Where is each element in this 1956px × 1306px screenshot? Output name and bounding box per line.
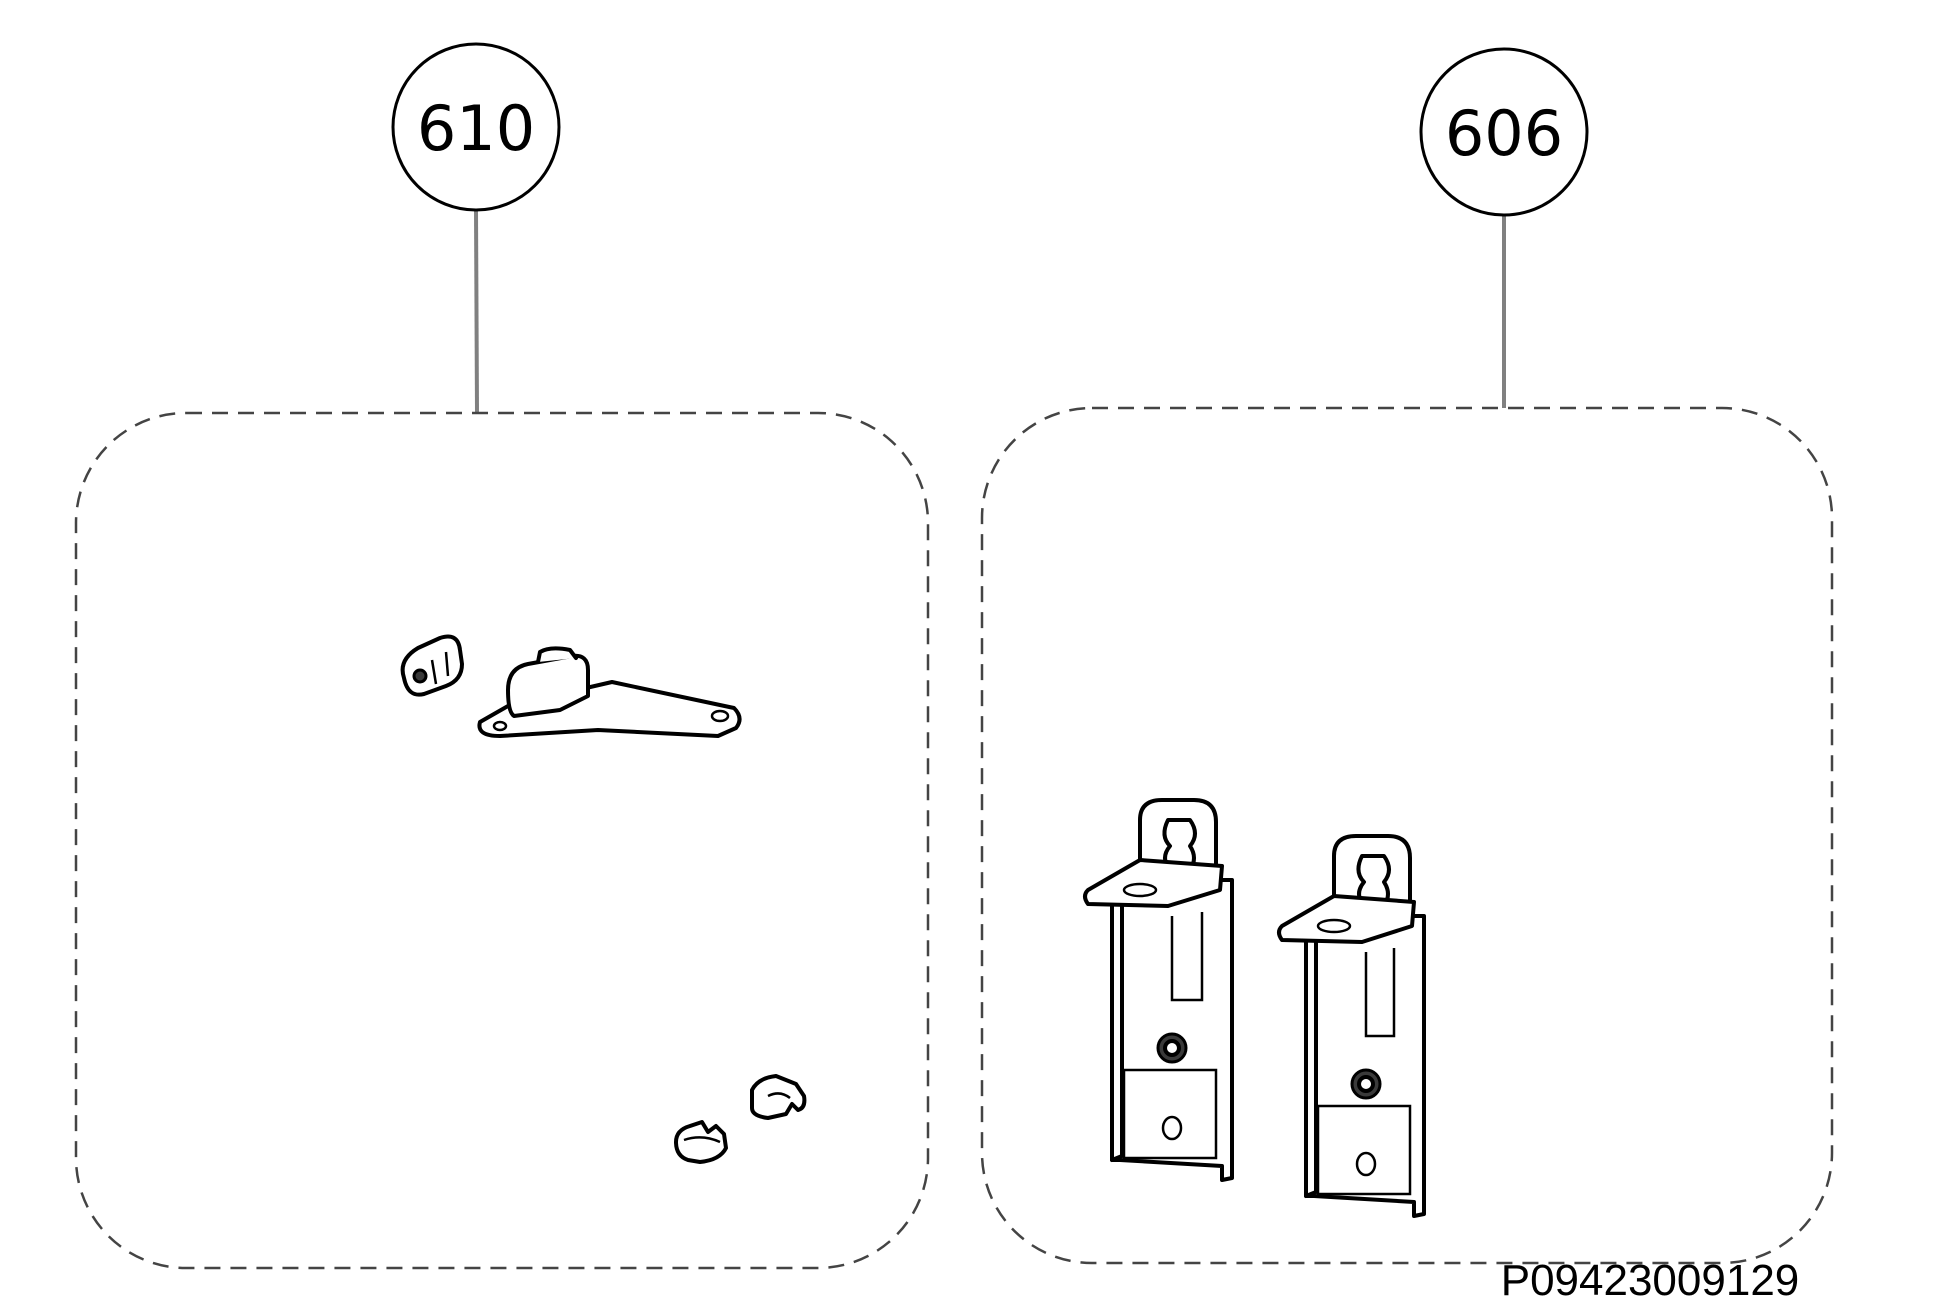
clip-part-b — [674, 1120, 728, 1164]
dashed-boundary-606 — [980, 406, 1834, 1265]
callout-circle-606 — [1419, 47, 1589, 217]
leader-line-610 — [474, 209, 479, 414]
callout-circle-610 — [391, 42, 561, 212]
callout-label-610: 610 — [417, 92, 535, 165]
dashed-boundary-610 — [74, 411, 930, 1270]
reference-code: P09423009129 — [1501, 1256, 1800, 1305]
bushing-part — [400, 634, 464, 697]
group-610: 610 — [74, 42, 930, 1270]
callout-label-606: 606 — [1445, 97, 1563, 170]
adjustable-bracket-part-2 — [1277, 834, 1426, 1218]
hinge-bracket-part — [477, 646, 742, 738]
adjustable-bracket-part-1 — [1083, 798, 1234, 1182]
clip-part-a — [750, 1074, 807, 1120]
group-606: 606 — [980, 47, 1834, 1265]
